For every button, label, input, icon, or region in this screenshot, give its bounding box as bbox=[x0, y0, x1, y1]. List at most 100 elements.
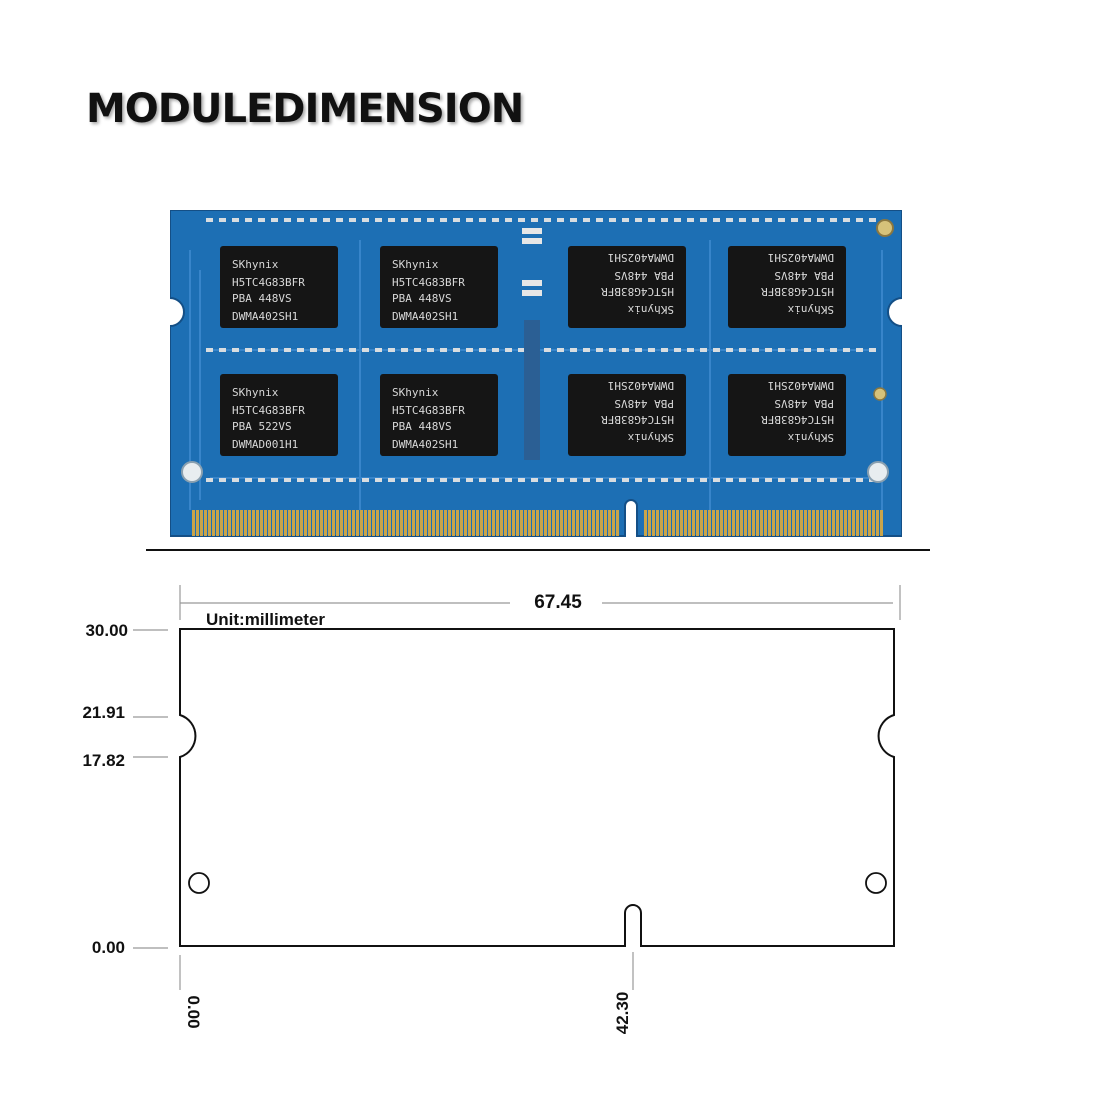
smd-pad bbox=[414, 348, 421, 352]
contact-finger bbox=[608, 510, 611, 536]
contact-finger bbox=[732, 510, 735, 536]
contact-finger bbox=[488, 510, 491, 536]
chip-row-bottom: SKhynix H5TC4G83BFR PBA 522VS DWMAD001H1… bbox=[220, 374, 846, 456]
smd-pad bbox=[388, 218, 395, 222]
svg-text:DWMA402SH1: DWMA402SH1 bbox=[392, 310, 458, 323]
smd-pad bbox=[518, 218, 525, 222]
contact-finger bbox=[604, 510, 607, 536]
svg-text:PBA 448VS: PBA 448VS bbox=[774, 397, 834, 410]
smd-pad bbox=[492, 218, 499, 222]
contact-finger bbox=[216, 510, 219, 536]
svg-text:SKhynix: SKhynix bbox=[392, 386, 439, 399]
contact-finger bbox=[432, 510, 435, 536]
svg-text:PBA 448VS: PBA 448VS bbox=[392, 292, 452, 305]
contact-finger bbox=[676, 510, 679, 536]
svg-text:H5TC4G83BFR: H5TC4G83BFR bbox=[392, 404, 465, 417]
smd-pad bbox=[765, 478, 772, 482]
svg-text:DWMA402SH1: DWMA402SH1 bbox=[608, 379, 674, 392]
smd-pad bbox=[752, 348, 759, 352]
contact-finger bbox=[816, 510, 819, 536]
module-outline bbox=[179, 628, 895, 947]
smd-pad bbox=[674, 348, 681, 352]
smd-pad bbox=[817, 218, 824, 222]
x-label-0: 0.00 bbox=[184, 995, 203, 1028]
smd-pad bbox=[570, 478, 577, 482]
smd-pad bbox=[323, 478, 330, 482]
smd-pad bbox=[375, 348, 382, 352]
smd-pad bbox=[518, 478, 525, 482]
contact-finger bbox=[496, 510, 499, 536]
contact-finger bbox=[684, 510, 687, 536]
contact-finger bbox=[452, 510, 455, 536]
contact-finger bbox=[720, 510, 723, 536]
smd-pad bbox=[622, 348, 629, 352]
contact-finger bbox=[476, 510, 479, 536]
contact-finger bbox=[800, 510, 803, 536]
smd-pad bbox=[427, 348, 434, 352]
contact-finger bbox=[612, 510, 615, 536]
mount-hole-left bbox=[181, 461, 203, 483]
contact-finger bbox=[680, 510, 683, 536]
contact-finger bbox=[692, 510, 695, 536]
contact-finger bbox=[256, 510, 259, 536]
gold-contact-fingers bbox=[192, 510, 883, 536]
contact-finger bbox=[600, 510, 603, 536]
contact-finger bbox=[852, 510, 855, 536]
smd-pad bbox=[271, 348, 278, 352]
contact-finger bbox=[276, 510, 279, 536]
smd-pad bbox=[856, 348, 863, 352]
smd-pad bbox=[544, 478, 551, 482]
smd-pad bbox=[687, 478, 694, 482]
svg-text:SKhynix: SKhynix bbox=[627, 303, 674, 316]
smd-pad bbox=[778, 478, 785, 482]
smd-pad bbox=[310, 348, 317, 352]
smd-pad bbox=[466, 218, 473, 222]
smd-pad bbox=[713, 348, 720, 352]
contact-finger bbox=[456, 510, 459, 536]
contact-finger bbox=[208, 510, 211, 536]
width-value: 67.45 bbox=[534, 592, 582, 613]
contact-finger bbox=[768, 510, 771, 536]
svg-text:H5TC4G83BFR: H5TC4G83BFR bbox=[761, 285, 834, 298]
svg-text:SKhynix: SKhynix bbox=[627, 431, 674, 444]
smd-pad bbox=[596, 348, 603, 352]
contact-finger bbox=[812, 510, 815, 536]
smd-pad bbox=[869, 348, 876, 352]
contact-finger bbox=[848, 510, 851, 536]
smd-pad bbox=[284, 218, 291, 222]
smd-pad bbox=[206, 478, 213, 482]
contact-finger bbox=[644, 510, 647, 536]
smd-pad bbox=[505, 478, 512, 482]
contact-finger bbox=[752, 510, 755, 536]
contact-finger bbox=[788, 510, 791, 536]
contact-finger bbox=[448, 510, 451, 536]
smd-pad bbox=[817, 348, 824, 352]
contact-finger bbox=[596, 510, 599, 536]
smd-pad bbox=[232, 348, 239, 352]
mount-hole-top-right bbox=[876, 219, 894, 237]
contact-finger bbox=[712, 510, 715, 536]
contact-finger bbox=[344, 510, 347, 536]
contact-finger bbox=[508, 510, 511, 536]
smd-pad bbox=[622, 218, 629, 222]
contact-finger bbox=[260, 510, 263, 536]
smd-pad bbox=[336, 348, 343, 352]
mount-hole-right bbox=[867, 461, 889, 483]
smd-pad bbox=[739, 478, 746, 482]
smd-pad bbox=[713, 218, 720, 222]
chip-row-top: SKhynix H5TC4G83BFR PBA 448VS DWMA402SH1… bbox=[220, 246, 846, 328]
contact-finger bbox=[196, 510, 199, 536]
contact-finger bbox=[532, 510, 535, 536]
svg-text:H5TC4G83BFR: H5TC4G83BFR bbox=[601, 285, 674, 298]
smd-pad bbox=[661, 348, 668, 352]
smd-pad bbox=[323, 348, 330, 352]
contact-finger bbox=[360, 510, 363, 536]
smd-pad bbox=[531, 218, 538, 222]
contact-finger bbox=[764, 510, 767, 536]
contact-finger bbox=[844, 510, 847, 536]
smd-pad bbox=[570, 218, 577, 222]
smd-pad bbox=[804, 478, 811, 482]
smd-pad bbox=[414, 218, 421, 222]
contact-finger bbox=[552, 510, 555, 536]
smd-pad bbox=[791, 218, 798, 222]
